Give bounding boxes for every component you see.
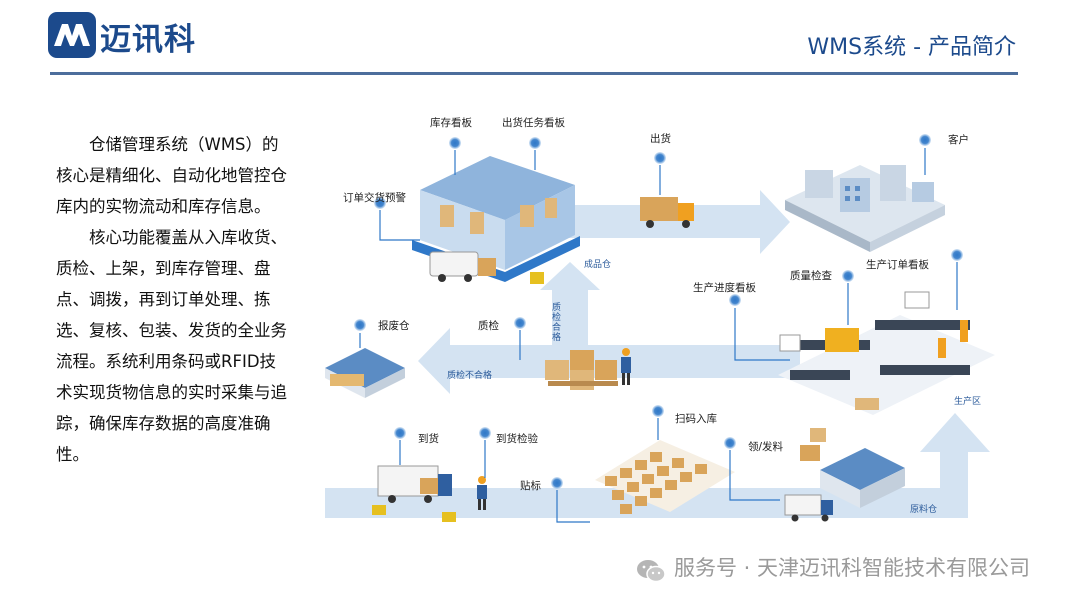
pin-icon — [479, 427, 491, 439]
footer-watermark: 服务号 · 天津迈讯科智能技术有限公司 — [636, 552, 1030, 583]
label-order-delivery-warning: 订单交货预警 — [343, 192, 406, 204]
pin-connectors — [359, 148, 958, 523]
pin-icon — [529, 137, 541, 149]
raw-material-warehouse-illustration — [784, 448, 905, 522]
pin-icon — [654, 152, 666, 164]
arrival-truck-illustration — [372, 465, 456, 522]
page-title: WMS系统 - 产品简介 — [807, 35, 1016, 60]
pin-icon — [652, 405, 664, 417]
label-production-order-board: 生产订单看板 — [866, 259, 929, 271]
label-quality-pass: 质检合格 — [550, 302, 560, 342]
arrow-bottom-flow — [325, 413, 990, 518]
label-raw-material-warehouse: 原料仓 — [910, 505, 938, 515]
pin-icon — [729, 294, 741, 306]
wechat-icon — [636, 560, 666, 583]
pin-icon — [449, 137, 461, 149]
location-pin-icons — [354, 134, 963, 489]
description-paragraph-1: 仓储管理系统（WMS）的核心是精细化、自动化地管控仓库内的实物流动和库存信息。 — [56, 135, 287, 216]
label-labeling: 贴标 — [520, 480, 541, 492]
pin-icon — [842, 270, 854, 282]
pin-icon — [374, 197, 386, 209]
label-shipping-task-board: 出货任务看板 — [502, 117, 565, 129]
label-scrap-warehouse: 报废仓 — [378, 320, 410, 332]
label-quality-inspection: 质量检查 — [790, 270, 832, 282]
finished-goods-warehouse-illustration — [412, 156, 580, 284]
pin-icon — [919, 134, 931, 146]
label-production-progress-board: 生产进度看板 — [693, 282, 756, 294]
brand-logo-icon — [48, 12, 96, 58]
footer-text: 服务号 · 天津迈讯科智能技术有限公司 — [673, 556, 1030, 580]
description-text: 仓储管理系统（WMS）的核心是精细化、自动化地管控仓库内的实物流动和库存信息。 … — [56, 129, 292, 470]
brand-name: 迈讯科 — [100, 22, 196, 58]
label-inventory-board: 库存看板 — [430, 117, 472, 129]
shipping-truck-illustration — [640, 197, 694, 228]
pin-icon — [724, 437, 736, 449]
pin-icon — [354, 319, 366, 331]
pin-icon — [514, 317, 526, 329]
label-customer: 客户 — [948, 134, 969, 146]
pin-icon — [951, 249, 963, 261]
pin-icon — [551, 477, 563, 489]
arrow-up-quality-pass — [540, 262, 600, 360]
description-paragraph-2: 核心功能覆盖从入库收货、质检、上架，到库存管理、盘点、调拨，再到订单处理、拣选、… — [56, 228, 287, 464]
label-arrival-inspection: 到货检验 — [496, 433, 538, 445]
label-quality-fail: 质检不合格 — [447, 371, 493, 381]
pin-icon — [394, 427, 406, 439]
label-arrival: 到货 — [418, 433, 439, 445]
label-shipping: 出货 — [650, 133, 671, 145]
label-material-issue: 领/发料 — [748, 441, 784, 453]
storage-racks-illustration — [595, 428, 826, 514]
header-divider — [50, 72, 1018, 75]
quality-check-illustration — [545, 348, 631, 390]
label-finished-goods-warehouse: 成品仓 — [584, 260, 612, 270]
customer-buildings-illustration — [785, 165, 945, 252]
worker-illustration — [477, 476, 487, 510]
label-scan-inbound: 扫码入库 — [675, 413, 717, 425]
label-quality-check: 质检 — [478, 320, 499, 332]
scrap-warehouse-illustration — [325, 348, 405, 398]
production-area-illustration — [778, 291, 995, 415]
label-production-area: 生产区 — [954, 397, 982, 407]
